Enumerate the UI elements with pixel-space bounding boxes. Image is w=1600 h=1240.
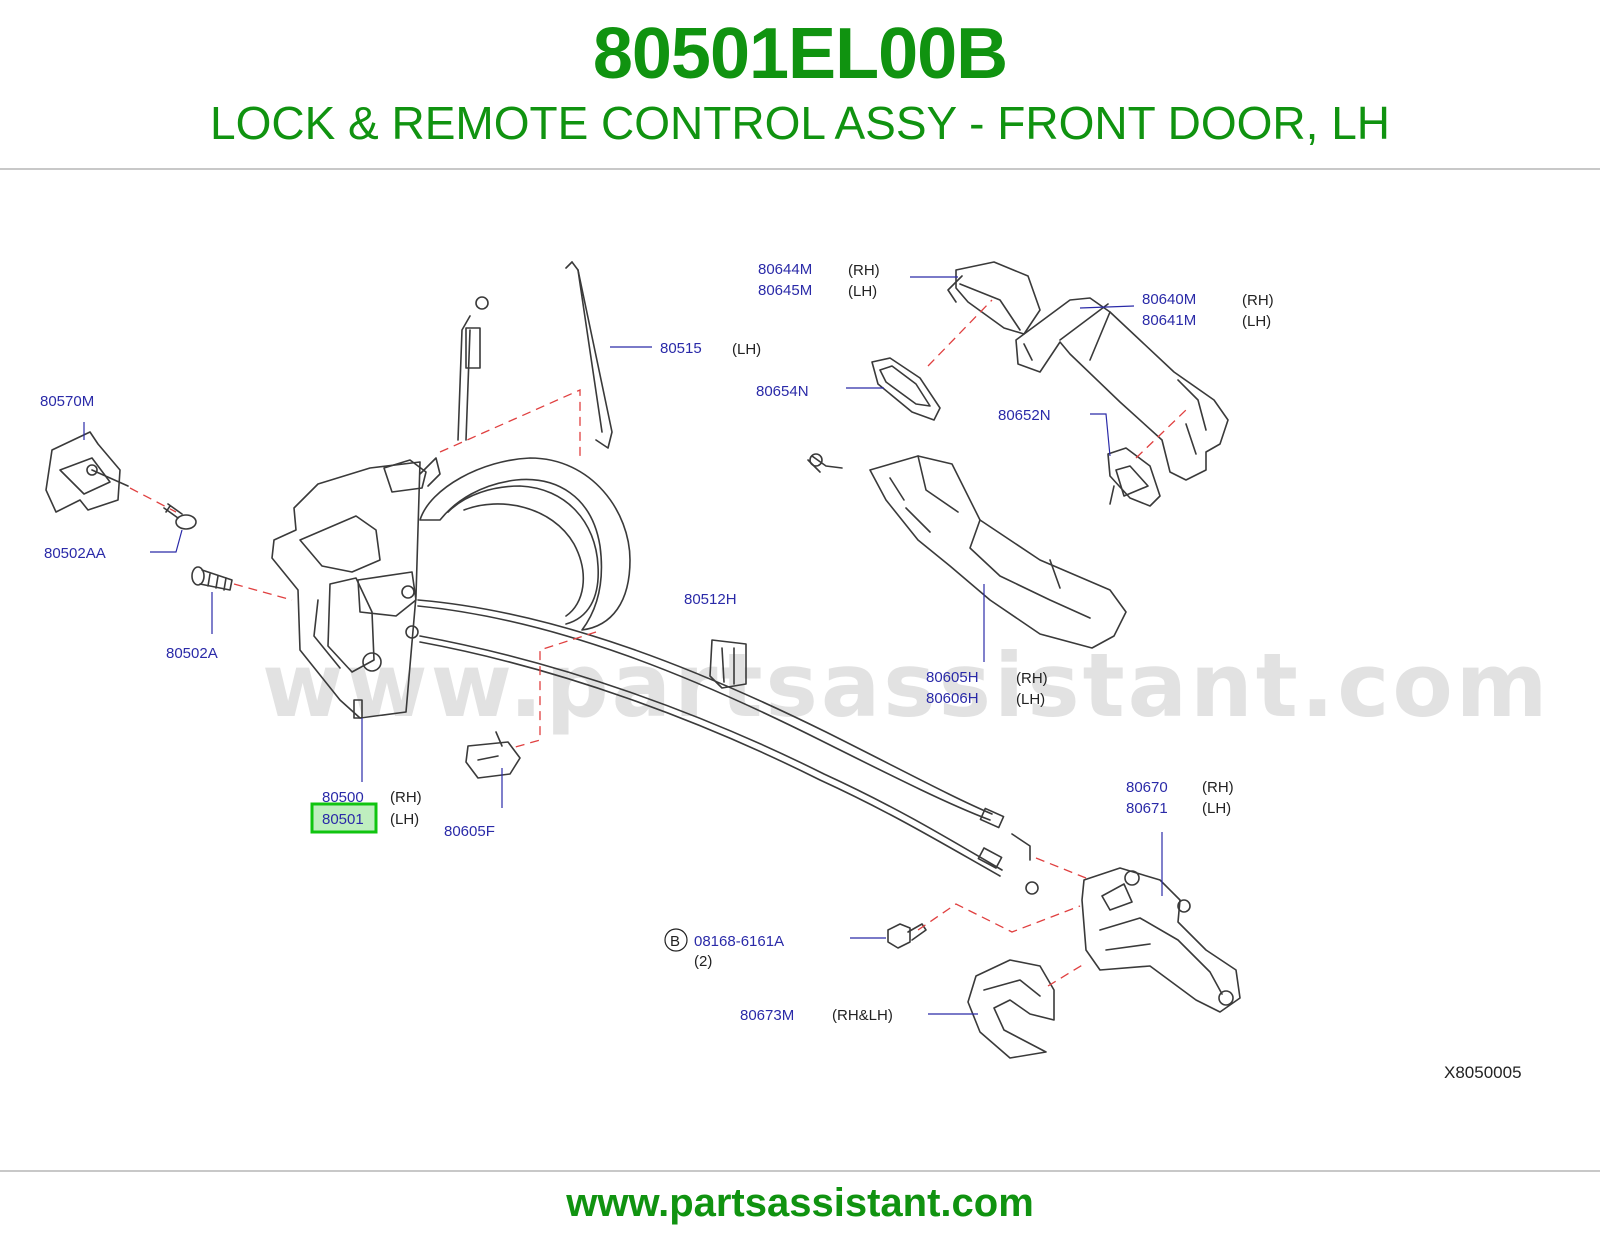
callout-80645m-side: (LH) [848,283,877,300]
callout-80605f[interactable]: 80605F [444,823,495,840]
callout-80640m-side: (RH) [1242,292,1274,309]
callout-80515[interactable]: 80515 [660,340,702,357]
callout-80670[interactable]: 80670 [1126,779,1168,796]
callout-80652n[interactable]: 80652N [998,407,1051,424]
screw-80502aa-drawing [163,503,197,530]
bolt-08168-drawing [887,923,927,949]
callout-80671[interactable]: 80671 [1126,800,1168,817]
bolt-mark-letter: B [670,933,680,950]
callout-80673m[interactable]: 80673M [740,1007,794,1024]
callout-80500-side: (RH) [390,789,422,806]
highlighted-part-box [310,802,378,834]
handle-frame-drawing [807,453,1127,649]
callout-labels: 80570M 80502AA 80502A 80515 (LH) 80644M … [40,261,1522,1082]
callout-80606h[interactable]: 80606H [926,690,979,707]
footer-divider [0,1170,1600,1172]
callout-80502aa[interactable]: 80502AA [44,545,106,562]
callout-80512h[interactable]: 80512H [684,591,737,608]
callout-80515-side: (LH) [732,341,761,358]
bezel-80673m-drawing [967,959,1055,1059]
clip-80605f-drawing [465,731,521,779]
leader-lines [83,276,1163,1015]
outside-handle-drawing [1015,297,1229,481]
assembly-lines [129,299,1187,987]
handle-escutcheon-drawing [947,261,1041,335]
inside-cables-drawing [417,599,1039,895]
callout-80605h-side: (RH) [1016,670,1048,687]
callout-80605h[interactable]: 80605H [926,669,979,686]
clip-80512h-drawing [709,639,747,689]
part-drawings [45,261,1241,1059]
page-subtitle: LOCK & REMOTE CONTROL ASSY - FRONT DOOR,… [209,97,1390,149]
gasket-80654n-drawing [871,357,941,421]
callout-80641m[interactable]: 80641M [1142,312,1196,329]
callout-80641m-side: (LH) [1242,313,1271,330]
header-divider [0,168,1600,170]
page-title: 80501EL00B [592,14,1008,94]
callout-80673m-side: (RH&LH) [832,1007,893,1024]
callout-80502a[interactable]: 80502A [166,645,218,662]
inside-handle-drawing [1081,867,1241,1013]
callout-80644m[interactable]: 80644M [758,261,812,278]
callout-80645m[interactable]: 80645M [758,282,812,299]
callout-80654n[interactable]: 80654N [756,383,809,400]
callout-80640m[interactable]: 80640M [1142,291,1196,308]
diagram-reference-code: X8050005 [1444,1063,1522,1082]
door-lock-body-drawing [271,457,441,719]
gasket-80652n-drawing [1107,447,1161,507]
callout-80501-side: (LH) [390,811,419,828]
callout-80644m-side: (RH) [848,262,880,279]
callout-80670-side: (RH) [1202,779,1234,796]
callout-80606h-side: (LH) [1016,691,1045,708]
callout-80500[interactable]: 80500 [322,789,364,806]
bolt-mark-circle [664,928,688,952]
footer-url[interactable]: www.partsassistant.com [566,1181,1034,1225]
striker-bracket-drawing [45,431,129,513]
cable-loop-drawing [419,261,631,631]
callout-80671-side: (LH) [1202,800,1231,817]
callout-80570m[interactable]: 80570M [40,393,94,410]
callout-08168-6161a[interactable]: 08168-6161A [694,933,784,950]
callout-08168-qty: (2) [694,953,712,970]
callout-80501-highlighted[interactable]: 80501 [322,811,364,828]
screw-80502a-drawing [191,566,233,591]
